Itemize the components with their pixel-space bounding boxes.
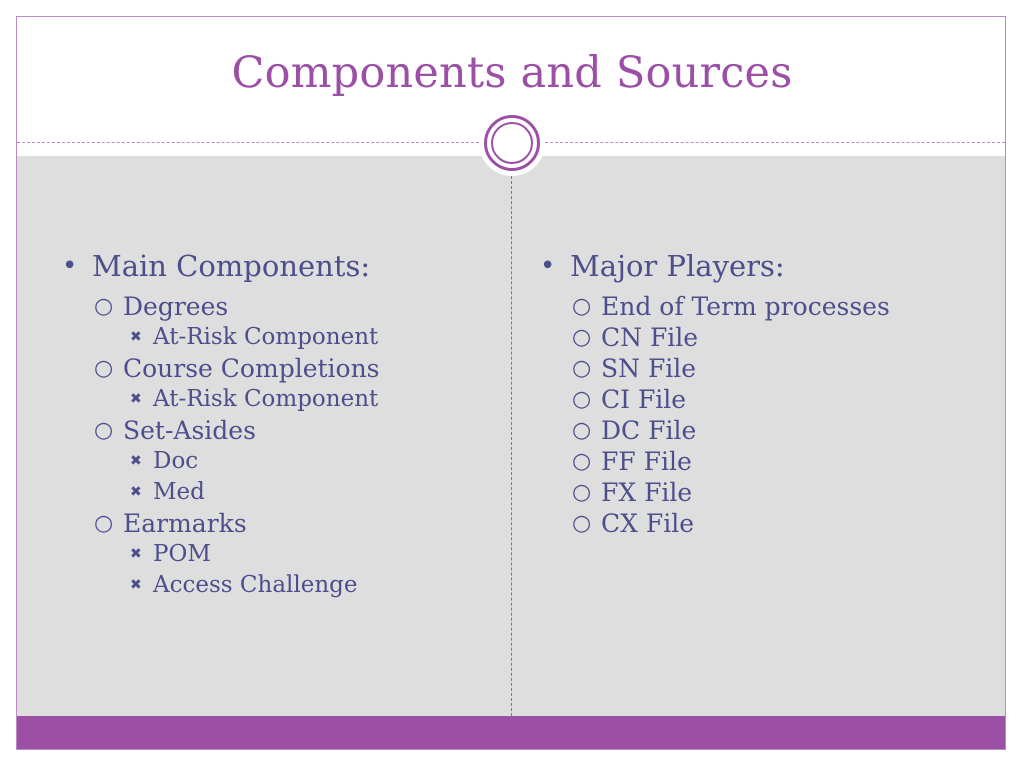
header-divider-right: [545, 142, 1005, 143]
sub-list-item-label: Access Challenge: [153, 572, 358, 598]
sub-list-item: ✖ At-Risk Component: [60, 384, 500, 415]
list-item: ○ CI File: [538, 384, 998, 415]
circle-bullet-icon: ○: [94, 418, 114, 443]
sub-list-item-label: At-Risk Component: [153, 386, 379, 412]
list-item-label: FX File: [601, 478, 693, 507]
list-item-label: Degrees: [123, 292, 229, 321]
header-divider-left: [17, 142, 479, 143]
left-column: • Main Components: ○ Degrees ✖ At-Risk C…: [60, 244, 500, 601]
circle-bullet-icon: ○: [572, 294, 592, 319]
slide-title: Components and Sources: [231, 48, 793, 98]
cross-bullet-icon: ✖: [130, 484, 142, 500]
list-item-label: SN File: [601, 354, 697, 383]
sub-list-item: ✖ Doc: [60, 446, 500, 477]
circle-bullet-icon: ○: [572, 480, 592, 505]
cross-bullet-icon: ✖: [130, 329, 142, 345]
list-item-label: End of Term processes: [601, 292, 890, 321]
list-item: ○ Set-Asides: [60, 415, 500, 446]
circle-bullet-icon: ○: [94, 511, 114, 536]
left-heading: • Main Components:: [60, 244, 500, 288]
list-item-label: FF File: [601, 447, 692, 476]
circle-bullet-icon: ○: [572, 387, 592, 412]
sub-list-item-label: POM: [153, 541, 211, 567]
bullet-icon: •: [540, 251, 556, 281]
circle-bullet-icon: ○: [572, 418, 592, 443]
cross-bullet-icon: ✖: [130, 546, 142, 562]
sub-list-item-label: Doc: [153, 448, 199, 474]
list-item-label: CI File: [601, 385, 687, 414]
list-item-label: Set-Asides: [123, 416, 256, 445]
list-item-label: CX File: [601, 509, 695, 538]
ring-ornament-inner: [491, 122, 533, 164]
bullet-icon: •: [62, 251, 78, 281]
list-item: ○ Course Completions: [60, 353, 500, 384]
circle-bullet-icon: ○: [572, 511, 592, 536]
circle-bullet-icon: ○: [572, 325, 592, 350]
right-column: • Major Players: ○ End of Term processes…: [538, 244, 998, 539]
footer-bar: [17, 716, 1005, 749]
list-item: ○ DC File: [538, 415, 998, 446]
list-item: ○ FF File: [538, 446, 998, 477]
sub-list-item: ✖ Access Challenge: [60, 570, 500, 601]
circle-bullet-icon: ○: [94, 356, 114, 381]
cross-bullet-icon: ✖: [130, 391, 142, 407]
circle-bullet-icon: ○: [94, 294, 114, 319]
list-item-label: DC File: [601, 416, 697, 445]
list-item: ○ Degrees: [60, 291, 500, 322]
list-item: ○ End of Term processes: [538, 291, 998, 322]
list-item: ○ SN File: [538, 353, 998, 384]
cross-bullet-icon: ✖: [130, 577, 142, 593]
sub-list-item: ✖ At-Risk Component: [60, 322, 500, 353]
list-item: ○ CN File: [538, 322, 998, 353]
circle-bullet-icon: ○: [572, 356, 592, 381]
circle-bullet-icon: ○: [572, 449, 592, 474]
sub-list-item-label: At-Risk Component: [153, 324, 379, 350]
list-item: ○ FX File: [538, 477, 998, 508]
column-divider: [511, 176, 512, 716]
sub-list-item: ✖ POM: [60, 539, 500, 570]
right-heading: • Major Players:: [538, 244, 998, 288]
sub-list-item: ✖ Med: [60, 477, 500, 508]
list-item: ○ Earmarks: [60, 508, 500, 539]
cross-bullet-icon: ✖: [130, 453, 142, 469]
list-item: ○ CX File: [538, 508, 998, 539]
list-item-label: CN File: [601, 323, 699, 352]
list-item-label: Earmarks: [123, 509, 247, 538]
left-heading-text: Main Components:: [92, 249, 371, 283]
list-item-label: Course Completions: [123, 354, 380, 383]
right-heading-text: Major Players:: [570, 249, 785, 283]
sub-list-item-label: Med: [153, 479, 205, 505]
